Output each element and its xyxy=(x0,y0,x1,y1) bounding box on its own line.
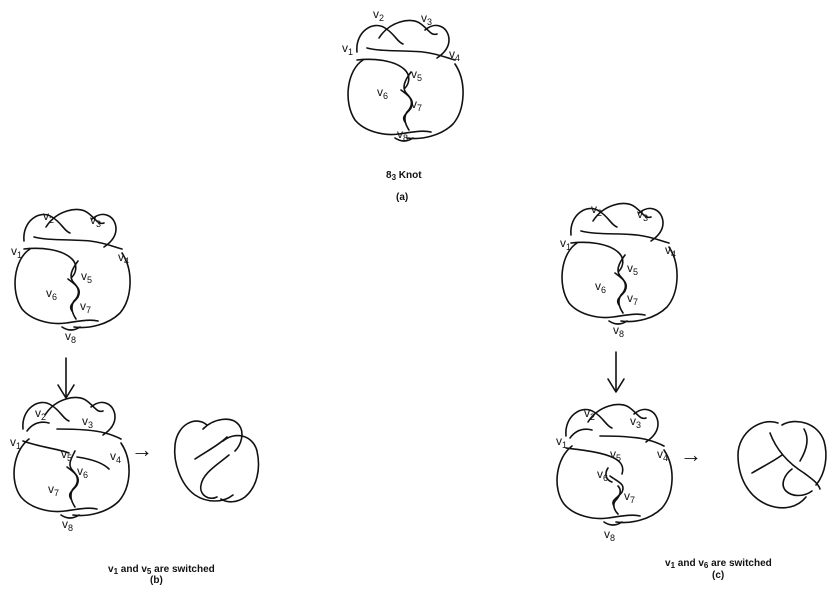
vertex-label-1: v1 xyxy=(560,236,571,252)
result-c-knot xyxy=(737,420,827,509)
vertex-label-1: v1 xyxy=(556,434,567,450)
vertex-label-2: v2 xyxy=(584,406,595,422)
caption-c-text: v1 and v6 are switched xyxy=(665,558,772,570)
vertex-label-5: v5 xyxy=(627,261,638,277)
vertex-label-4: v4 xyxy=(665,243,676,259)
vertex-label-7: v7 xyxy=(411,97,422,113)
vertex-label-1: v1 xyxy=(10,435,21,451)
vertex-label-4: v4 xyxy=(118,250,129,266)
knot-c-switched xyxy=(556,403,673,526)
right-arrow-c: → xyxy=(680,442,702,467)
vertex-label-2: v2 xyxy=(35,406,46,422)
knot-b-original-labels: v2 v3 v1 v4 v5 v6 v7 v8 xyxy=(11,209,129,345)
vertex-label-8: v8 xyxy=(604,527,615,543)
knot-c-original xyxy=(561,202,678,325)
knot-b-switched-labels: v2 v3 v1 v5 v4 v6 v7 v8 xyxy=(10,406,121,533)
result-b-knot xyxy=(173,418,260,503)
vertex-label-4: v4 xyxy=(449,47,460,63)
vertex-label-7: v7 xyxy=(48,482,59,498)
vertex-label-3: v3 xyxy=(637,207,648,223)
right-arrow-b: → xyxy=(131,437,153,462)
vertex-label-6: v6 xyxy=(597,467,608,483)
vertex-label-3: v3 xyxy=(82,414,93,430)
down-arrow-b xyxy=(57,357,75,399)
vertex-label-3: v3 xyxy=(421,11,432,27)
knot-b-original xyxy=(14,208,131,331)
vertex-label-7: v7 xyxy=(80,299,91,315)
vertex-label-8: v8 xyxy=(397,127,408,143)
vertex-label-8: v8 xyxy=(613,323,624,339)
vertex-label-7: v7 xyxy=(627,291,638,307)
knot-c-original-labels: v2 v3 v1 v4 v5 v6 v7 v8 xyxy=(560,202,676,339)
vertex-label-3: v3 xyxy=(90,213,101,229)
vertex-label-6: v6 xyxy=(377,85,388,101)
down-arrow-c xyxy=(607,351,625,393)
knot-a-labels: v2 v3 v1 v4 v5 v6 v7 v8 xyxy=(342,7,460,143)
vertex-label-5: v5 xyxy=(610,447,621,463)
vertex-label-1: v1 xyxy=(342,41,353,57)
caption-b-tag: (b) xyxy=(150,575,163,586)
caption-b-text: v1 and v5 are switched xyxy=(108,564,215,576)
vertex-label-6: v6 xyxy=(595,279,606,295)
caption-a-tag: (a) xyxy=(396,192,408,203)
vertex-label-3: v3 xyxy=(630,414,641,430)
vertex-label-6: v6 xyxy=(46,286,57,302)
vertex-label-8: v8 xyxy=(65,329,76,345)
vertex-label-1: v1 xyxy=(11,244,22,260)
vertex-label-4: v4 xyxy=(110,449,121,465)
knot-a xyxy=(347,19,464,142)
vertex-label-2: v2 xyxy=(591,202,602,218)
vertex-label-5: v5 xyxy=(61,447,72,463)
caption-a-title: 83 Knot xyxy=(386,170,422,182)
vertex-label-8: v8 xyxy=(62,517,73,533)
vertex-label-4: v4 xyxy=(657,447,668,463)
vertex-label-2: v2 xyxy=(373,7,384,23)
vertex-label-5: v5 xyxy=(411,67,422,83)
vertex-label-7: v7 xyxy=(624,489,635,505)
vertex-label-5: v5 xyxy=(81,269,92,285)
vertex-label-2: v2 xyxy=(43,209,54,225)
caption-c-tag: (c) xyxy=(712,570,724,581)
knot-c-switched-labels: v2 v3 v1 v5 v4 v6 v7 v8 xyxy=(556,406,668,543)
vertex-label-6: v6 xyxy=(77,464,88,480)
